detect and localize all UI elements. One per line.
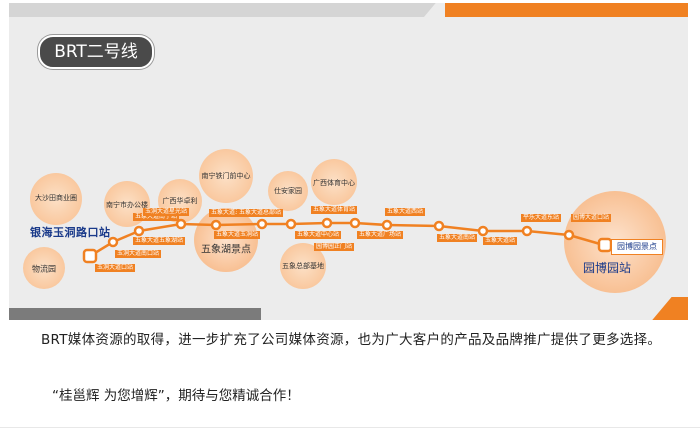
landmark-blob — [30, 173, 82, 225]
stop-tag: 玉洞大道口站 — [95, 264, 136, 272]
landmark-label: 广西体育中心 — [313, 179, 355, 187]
route-stop — [285, 218, 297, 230]
route-line-svg — [82, 217, 613, 264]
landmark-label: 五象总部基地 — [282, 262, 324, 270]
top-gray-band — [9, 3, 438, 17]
paragraph-2: “桂邕辉 为您增辉”，期待与您精诚合作！ — [52, 388, 300, 404]
route-stop — [133, 225, 145, 237]
paragraph-1: BRT媒体资源的取得，进一步扩充了公司媒体资源，也为广大客户的产品及品牌推广提供… — [41, 332, 662, 348]
bottom-gray-band — [9, 308, 261, 320]
end-station-label: 园博园站 — [583, 261, 632, 275]
stop-tag: 五象大道体育站 — [311, 206, 358, 214]
route-stop — [210, 219, 222, 231]
stop-tag: 五象大道总部站 — [237, 209, 284, 217]
landmark-label: 南宁市办公楼 — [106, 201, 148, 209]
landmark-blob — [23, 247, 65, 289]
route-stop — [321, 217, 333, 229]
landmark-blob — [194, 208, 258, 272]
stop-tag: 五象大道南站 — [437, 234, 478, 242]
end-station-box: 园博园景点 — [611, 239, 663, 255]
route-stop — [521, 225, 533, 237]
route-stop — [563, 229, 575, 241]
landmark-blob — [268, 171, 308, 211]
stop-tag: 玉象大道站 — [483, 237, 518, 245]
route-stop — [433, 220, 445, 232]
top-orange-band — [445, 3, 688, 17]
stop-tag: 园博园正门站 — [314, 243, 355, 251]
stop-tag: 园博大道口站 — [571, 214, 612, 222]
route-stop — [381, 219, 393, 231]
start-station-label: 银海玉洞路口站 — [30, 226, 111, 239]
brt-route-map: BRT二号线 大沙田商业圈 物流园 南宁市办公楼 广西华卓利 南宁铁门前中心 五… — [9, 3, 688, 320]
landmark-label: 南宁铁门前中心 — [201, 172, 251, 180]
route-stop — [477, 225, 489, 237]
landmark-label: 仕安家园 — [274, 187, 302, 195]
stop-tag: 五象大道广场站 — [357, 231, 404, 239]
stop-tag: 五象大道五象湖站 — [209, 209, 262, 217]
landmark-label: 大沙田商业圈 — [35, 194, 77, 202]
landmark-label: 五象湖景点 — [201, 244, 251, 256]
origin-stop — [82, 248, 98, 264]
route-title: BRT二号线 — [38, 35, 154, 69]
stop-tag: 玉洞大道星光站 — [143, 208, 190, 216]
landmark-blob — [311, 159, 357, 205]
terminal-stop — [597, 237, 613, 253]
stop-tag: 五象大道五象湖站 — [133, 237, 186, 245]
route-stop — [256, 218, 268, 230]
stop-tag: 五象大道南宁站 — [133, 213, 180, 221]
route-stop — [175, 218, 187, 230]
landmark-label: 物流园 — [32, 264, 56, 274]
route-stop — [107, 236, 119, 248]
stop-tag: 五象大道玉洞站 — [214, 231, 261, 239]
landmark-label: 广西华卓利 — [162, 197, 198, 205]
stop-tag: 五象大道中心站 — [295, 231, 342, 239]
landmark-blob — [199, 149, 253, 203]
route-stop — [349, 217, 361, 229]
stop-tag: 平乐大道东站 — [521, 214, 562, 222]
stop-tag: 玉洞大道南口站 — [115, 250, 162, 258]
stop-tag: 五象大道西站 — [385, 208, 426, 216]
